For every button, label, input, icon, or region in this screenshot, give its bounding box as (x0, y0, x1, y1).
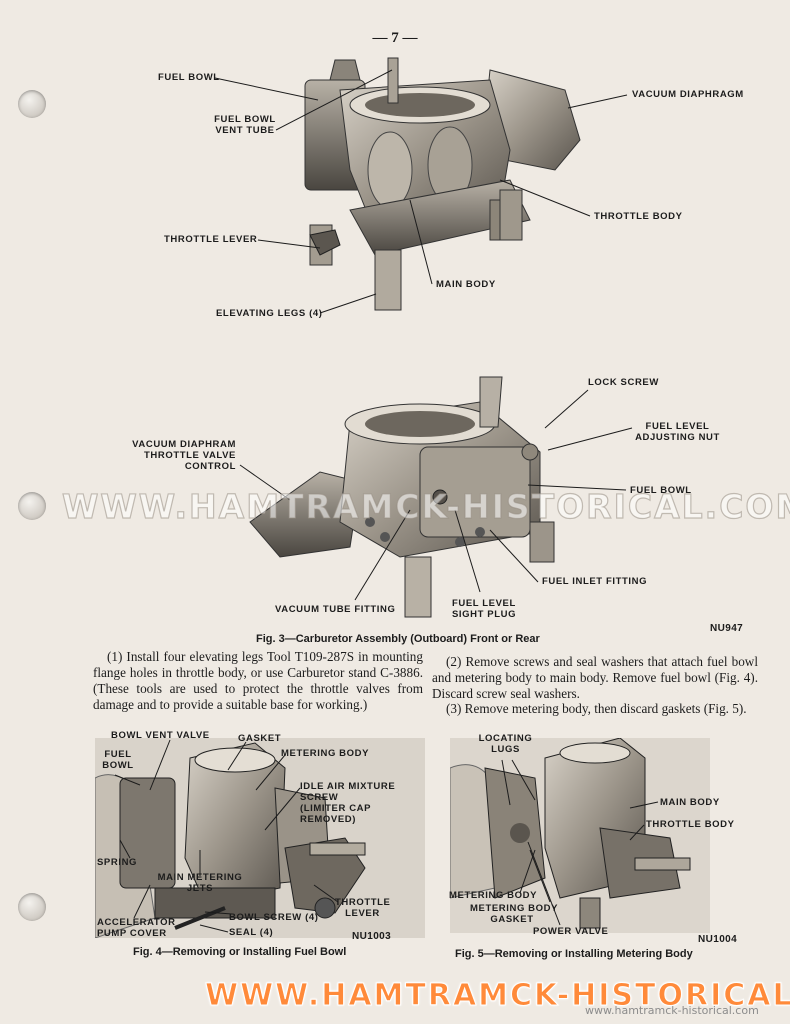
label-vacuum-tube-fitting: VACUUM TUBE FITTING (275, 604, 396, 615)
label-metering-body-gasket-line2: GASKET (490, 914, 534, 925)
label-throttle-lever-fig4: THROTTLE LEVER (335, 897, 390, 919)
label-bowl-vent-valve: BOWL VENT VALVE (111, 730, 210, 741)
label-spring: SPRING (97, 857, 138, 868)
label-metering-body-gasket: METERING BODY GASKET (470, 903, 559, 925)
label-metering-body-gasket-line1: METERING BODY (470, 903, 559, 914)
label-throttle-lever-fig4-line2: LEVER (345, 908, 380, 919)
label-main-body-top: MAIN BODY (436, 279, 496, 290)
label-fuel-level-sight-plug: FUEL LEVEL SIGHT PLUG (452, 598, 517, 620)
label-fuel-bowl-top: FUEL BOWL (158, 72, 220, 83)
label-idle-air-line1: IDLE AIR MIXTURE (300, 781, 396, 792)
label-throttle-body-top: THROTTLE BODY (594, 211, 683, 222)
label-fuel-bowl-fig4-line2: BOWL (102, 760, 134, 771)
fig3-top-leader-lines (214, 69, 628, 314)
label-fuel-bowl-vent-tube-line2: VENT TUBE (215, 125, 275, 136)
label-fuel-bowl-vent-tube: FUEL BOWL VENT TUBE (210, 114, 280, 136)
fuel-bowl-photo (95, 738, 425, 938)
label-bowl-screw: BOWL SCREW (4) (229, 912, 319, 923)
label-idle-air-mixture-screw: IDLE AIR MIXTURE SCREW (LIMITER CAP REMO… (300, 781, 395, 825)
fig4-leader-lines (114, 739, 339, 933)
label-vacuum-diaphram-line2: THROTTLE VALVE (144, 450, 236, 461)
label-fuel-level-adjusting-nut: FUEL LEVEL ADJUSTING NUT (630, 421, 725, 443)
label-idle-air-line2: SCREW (300, 792, 339, 803)
label-fuel-level-adjusting-nut-line2: ADJUSTING NUT (635, 432, 720, 443)
label-idle-air-line4: REMOVED) (300, 814, 356, 825)
label-vacuum-diaphram-throttle-valve-control: VACUUM DIAPHRAM THROTTLE VALVE CONTROL (120, 439, 236, 472)
label-fuel-bowl-vent-tube-line1: FUEL BOWL (214, 114, 276, 125)
label-locating-lugs-line2: LUGS (491, 744, 520, 755)
label-metering-body-fig5: METERING BODY (449, 890, 538, 901)
label-main-metering-jets-line2: JETS (186, 883, 214, 894)
label-locating-lugs: LOCATING LUGS (478, 733, 533, 755)
binder-hole-middle (18, 492, 46, 520)
label-locating-lugs-line1: LOCATING (478, 733, 533, 744)
label-vacuum-diaphragm: VACUUM DIAPHRAGM (632, 89, 744, 100)
paragraph-step-3: (3) Remove metering body, then discard g… (446, 701, 747, 716)
fig5-code: NU1004 (698, 934, 738, 945)
binder-hole-top (18, 90, 46, 118)
label-metering-body-fig4: METERING BODY (281, 748, 370, 759)
page-number: — 7 — (372, 30, 418, 46)
label-elevating-legs: ELEVATING LEGS (4) (216, 308, 323, 319)
fig3-code: NU947 (710, 623, 744, 634)
metering-body-photo (450, 738, 710, 933)
label-vacuum-diaphram-line3: CONTROL (184, 461, 236, 472)
fig5-leader-lines (501, 759, 659, 926)
label-main-metering-jets-line1: MAIN METERING (157, 872, 243, 883)
label-fuel-inlet-fitting: FUEL INLET FITTING (542, 576, 648, 587)
paragraph-step-2: (2) Remove screws and seal washers that … (432, 654, 758, 701)
paragraph-step-1: (1) Install four elevating legs Tool T10… (93, 649, 423, 712)
label-fuel-level-sight-plug-line1: FUEL LEVEL (452, 598, 516, 609)
label-throttle-body-fig5: THROTTLE BODY (646, 819, 735, 830)
label-fuel-bowl-bottom: FUEL BOWL (630, 485, 692, 496)
label-fuel-level-sight-plug-line2: SIGHT PLUG (452, 609, 517, 620)
carburetor-photo-bottom (249, 376, 555, 618)
watermark-bottom: WWW.HAMTRAMCK-HISTORICAL.COM (204, 978, 790, 1014)
label-seal: SEAL (4) (229, 927, 274, 938)
label-accelerator-pump-line1: ACCELERATOR (97, 917, 176, 928)
label-gasket: GASKET (238, 733, 282, 744)
label-throttle-lever-fig4-line1: THROTTLE (335, 897, 391, 908)
label-fuel-bowl-fig4: FUEL BOWL (101, 749, 135, 771)
fig4-caption: Fig. 4—Removing or Installing Fuel Bowl (133, 946, 347, 958)
fig5-caption: Fig. 5—Removing or Installing Metering B… (455, 948, 693, 960)
label-main-metering-jets: MAIN METERING JETS (155, 872, 245, 894)
label-fuel-bowl-fig4-line1: FUEL (104, 749, 132, 760)
label-fuel-level-adjusting-nut-line1: FUEL LEVEL (645, 421, 710, 432)
fig3-caption: Fig. 3—Carburetor Assembly (Outboard) Fr… (256, 633, 540, 645)
label-power-valve: POWER VALVE (533, 926, 609, 937)
label-throttle-lever: THROTTLE LEVER (164, 234, 258, 245)
label-main-body-fig5: MAIN BODY (660, 797, 720, 808)
fig3-bottom-leader-lines (239, 389, 633, 601)
binder-hole-bottom (18, 893, 46, 921)
label-lock-screw: LOCK SCREW (588, 377, 659, 388)
label-vacuum-diaphram-line1: VACUUM DIAPHRAM (132, 439, 236, 450)
watermark-middle: WWW.HAMTRAMCK-HISTORICAL.COM (61, 486, 790, 526)
watermark-bottom-small: www.hamtramck-historical.com (585, 1004, 759, 1017)
label-accelerator-pump-cover: ACCELERATOR PUMP COVER (97, 917, 176, 939)
fig4-code: NU1003 (352, 931, 392, 942)
label-idle-air-line3: (LIMITER CAP (300, 803, 372, 814)
label-accelerator-pump-line2: PUMP COVER (97, 928, 167, 939)
